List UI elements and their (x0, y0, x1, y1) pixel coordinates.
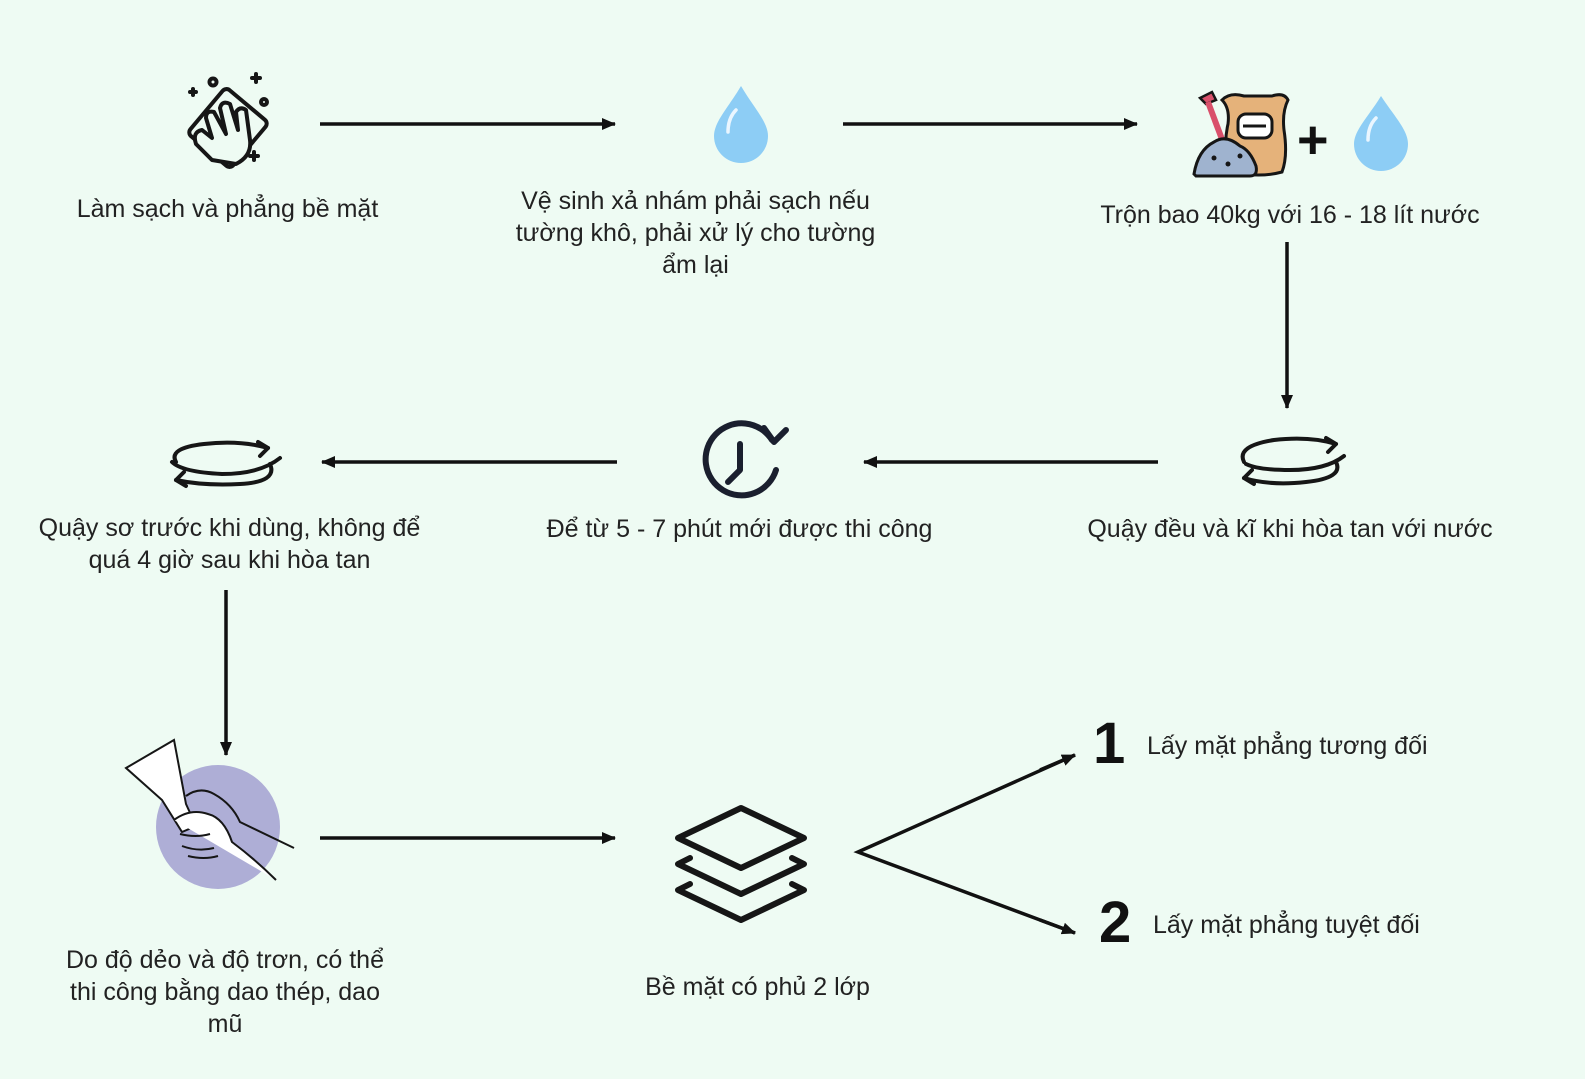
branch-connector (853, 753, 1076, 935)
arrow-to-option2 (1039, 918, 1076, 935)
cement-bag-icon (1192, 90, 1290, 178)
arrow-to-option1 (1039, 753, 1076, 772)
step-7-label: Do độ dẻo và độ trơn, có thể thi công bằ… (66, 946, 384, 1038)
step-6-label: Quậy sơ trước khi dùng, không để quá 4 g… (38, 514, 421, 574)
step-2-label: Vệ sinh xả nhám phải sạch nếu tường khô,… (515, 187, 876, 279)
option-1-number: 1 (1093, 711, 1126, 776)
plus-sign: + (1297, 110, 1329, 170)
step-8-label: Bề mặt có phủ 2 lớp (645, 973, 870, 1001)
option-2-label: Lấy mặt phẳng tuyệt đối (1153, 911, 1420, 939)
step-1-label: Làm sạch và phẳng bề mặt (76, 195, 379, 223)
step-3-label: Trộn bao 40kg với 16 - 18 lít nước (1100, 201, 1480, 229)
water-drop-icon (714, 86, 768, 163)
step-5-label: Để từ 5 - 7 phút mới được thi công (546, 515, 933, 543)
timer-icon (702, 420, 789, 499)
plus-water-drop-icon (1354, 96, 1408, 171)
option-1-label: Lấy mặt phẳng tương đối (1147, 732, 1428, 760)
step-4-label: Quậy đều và kĩ khi hòa tan với nước (1087, 515, 1493, 543)
option-2-number: 2 (1099, 890, 1132, 955)
layers-icon (675, 805, 807, 923)
rotate-icon (170, 440, 282, 488)
cleaning-cloth-icon (187, 72, 269, 169)
rotate-icon (1240, 436, 1346, 486)
putty-knife-hand-icon (124, 738, 295, 889)
